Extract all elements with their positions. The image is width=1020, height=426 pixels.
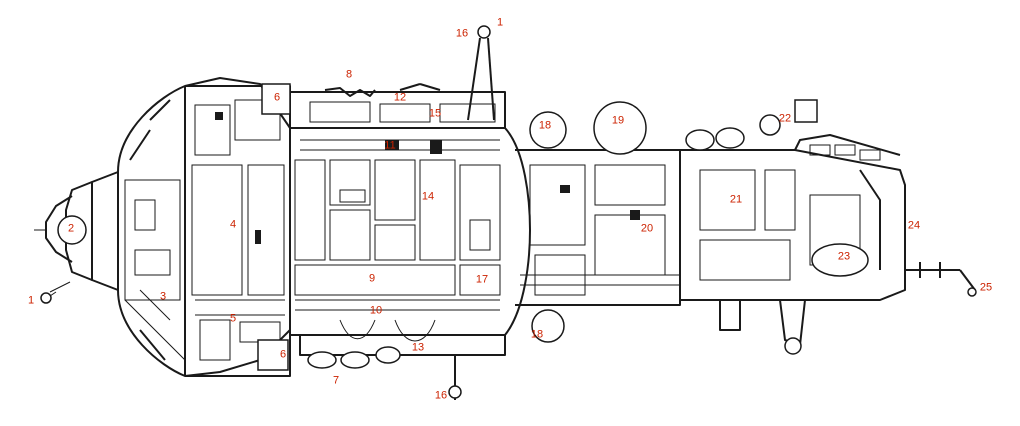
callout-l20: 20 — [640, 222, 654, 235]
callout-l11: 11 — [384, 139, 396, 152]
callout-l1-top: 1 — [496, 16, 504, 29]
top-equipment — [257, 25, 495, 400]
front-docking-assembly — [34, 171, 119, 304]
callout-l9: 9 — [368, 272, 376, 285]
callout-l10: 10 — [369, 304, 383, 317]
callout-l22: 22 — [778, 112, 792, 125]
transfer-compartment — [117, 85, 186, 377]
callout-l21: 21 — [729, 193, 743, 206]
work-compartment-small — [184, 77, 291, 377]
callout-l15: 15 — [428, 107, 442, 120]
callout-l6-bot: 6 — [279, 348, 287, 361]
scientific-module — [515, 101, 681, 343]
work-compartment-large — [290, 91, 531, 369]
callout-l16-bot: 16 — [434, 389, 448, 402]
callout-l12: 12 — [393, 91, 407, 104]
callout-l18-top: 18 — [538, 119, 552, 132]
callout-l3: 3 — [159, 290, 167, 303]
callout-l24: 24 — [907, 219, 921, 232]
callout-l2: 2 — [67, 222, 75, 235]
callout-l18-bot: 18 — [530, 328, 544, 341]
callout-l7: 7 — [332, 374, 340, 387]
propulsion-module — [680, 99, 977, 355]
callout-l14: 14 — [421, 190, 435, 203]
callout-l17: 17 — [475, 273, 489, 286]
callout-l25: 25 — [979, 281, 993, 294]
callout-l5: 5 — [229, 312, 237, 325]
callout-l4: 4 — [229, 218, 237, 231]
callout-l6-top: 6 — [273, 91, 281, 104]
callout-l13: 13 — [411, 341, 425, 354]
callout-l19: 19 — [611, 114, 625, 127]
callout-l1-left: 1 — [27, 294, 35, 307]
callout-l8: 8 — [345, 68, 353, 81]
callout-l23: 23 — [837, 250, 851, 263]
callout-l16-top: 16 — [455, 27, 469, 40]
